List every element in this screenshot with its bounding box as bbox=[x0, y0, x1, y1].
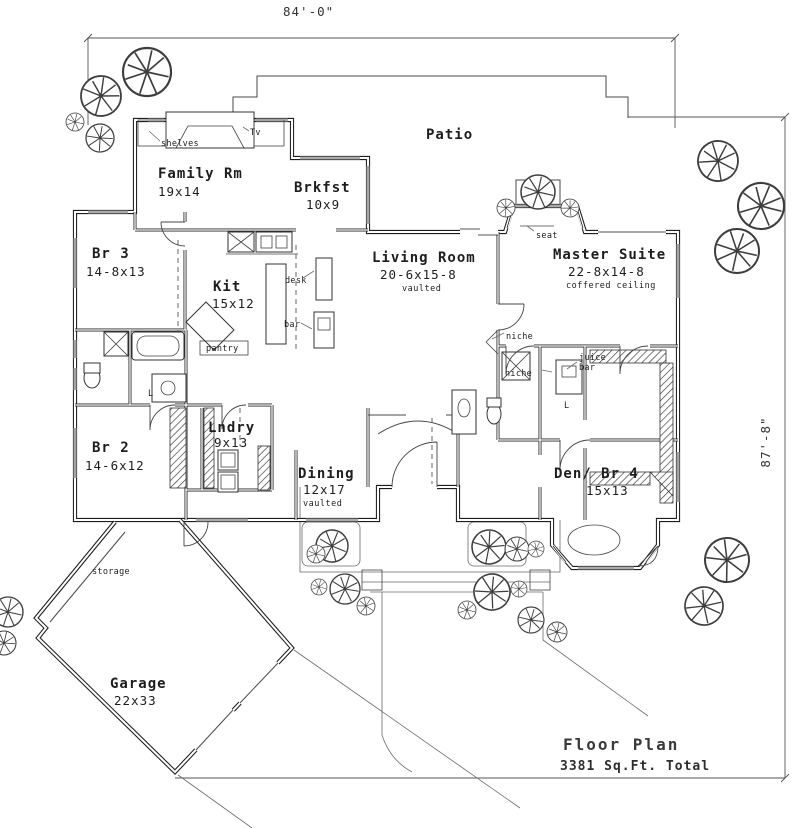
title-block: Floor Plan 3381 Sq.Ft. Total bbox=[560, 735, 710, 774]
dining-label: Dining bbox=[298, 466, 355, 482]
washer bbox=[217, 449, 239, 471]
master-suite-note: coffered ceiling bbox=[566, 281, 656, 291]
br3-door bbox=[160, 221, 186, 247]
room-labels: Family Rm 19x14 Brkfst 10x9 Patio Living… bbox=[85, 127, 666, 708]
living-room-size: 20-6x15-8 bbox=[380, 267, 457, 282]
lndry-label: Lndry bbox=[208, 420, 255, 436]
fixtures bbox=[83, 111, 659, 567]
storage-label: storage bbox=[92, 567, 130, 577]
pantry-note: pantry bbox=[206, 344, 239, 354]
kit-size: 15x12 bbox=[212, 296, 255, 311]
niche-note-2: niche bbox=[505, 369, 532, 379]
master-suite-label: Master Suite bbox=[553, 247, 666, 263]
den-size: 15x13 bbox=[586, 483, 629, 498]
family-room-label: Family Rm bbox=[158, 166, 243, 182]
vanity bbox=[151, 373, 187, 403]
master-vanity bbox=[451, 389, 477, 435]
porch-column bbox=[529, 569, 551, 591]
juice-bar-note-line2: bar bbox=[579, 363, 595, 373]
kitchen-island bbox=[265, 263, 287, 345]
br3-size: 14-8x13 bbox=[86, 264, 146, 279]
porch-and-walkway bbox=[177, 487, 649, 828]
desk-note: desk bbox=[285, 276, 307, 286]
dining-size: 12x17 bbox=[303, 482, 346, 497]
living-room-label: Living Room bbox=[372, 250, 476, 266]
niche-shelf bbox=[485, 329, 499, 355]
plan-title: Floor Plan bbox=[563, 735, 679, 754]
storage-inner-wall bbox=[49, 531, 126, 623]
sliding-door bbox=[460, 228, 498, 236]
shelves-right bbox=[253, 119, 285, 147]
lndry-size: 9x13 bbox=[214, 435, 248, 450]
ceiling-dash-lines bbox=[177, 240, 433, 484]
closet-shelving bbox=[169, 349, 674, 504]
annotation-labels: shelves Tv desk bar pantry seat niche ni… bbox=[148, 126, 606, 411]
bar-note: bar bbox=[284, 320, 300, 330]
br2-door bbox=[149, 404, 176, 431]
garage-door-panels bbox=[195, 662, 279, 751]
patio-outline bbox=[205, 75, 629, 122]
master-door bbox=[497, 303, 525, 331]
desk bbox=[315, 257, 333, 301]
patio-label: Patio bbox=[426, 127, 473, 143]
plan-subtitle: 3381 Sq.Ft. Total bbox=[560, 759, 710, 774]
front-door bbox=[391, 441, 438, 488]
juice-bar-note-line1: juice bbox=[579, 353, 606, 363]
dryer bbox=[217, 471, 239, 493]
bath-door bbox=[505, 345, 535, 375]
dimension-height-label: 87'-8" bbox=[758, 416, 773, 467]
closet-door bbox=[619, 345, 649, 375]
tub bbox=[131, 331, 185, 361]
driveway-lines bbox=[177, 649, 521, 828]
garage-walls bbox=[33, 518, 295, 775]
br2-label: Br 2 bbox=[92, 440, 130, 456]
den-label: Den/ Br 4 bbox=[554, 466, 639, 482]
dimension-width-label: 84'-0" bbox=[283, 4, 334, 19]
br2-size: 14-6x12 bbox=[85, 458, 145, 473]
living-room-note: vaulted bbox=[402, 284, 441, 294]
master-suite-size: 22-8x14-8 bbox=[568, 264, 645, 279]
niche-note-1: niche bbox=[506, 332, 533, 342]
brkfst-label: Brkfst bbox=[294, 180, 351, 196]
interior-walls bbox=[75, 212, 678, 520]
garage-label: Garage bbox=[110, 676, 167, 692]
garage-entry-door bbox=[183, 521, 209, 547]
garage-size: 22x33 bbox=[114, 693, 157, 708]
doors bbox=[149, 221, 649, 547]
family-room-size: 19x14 bbox=[158, 184, 201, 199]
shelves-left bbox=[137, 119, 167, 147]
brkfst-size: 10x9 bbox=[306, 197, 340, 212]
laundry-door bbox=[221, 404, 247, 430]
spa bbox=[520, 174, 556, 210]
linen-label-2: L bbox=[564, 401, 569, 411]
kit-label: Kit bbox=[213, 279, 241, 295]
fireplace bbox=[165, 111, 255, 149]
seat-note: seat bbox=[536, 231, 558, 241]
shelves-note: shelves bbox=[161, 139, 199, 149]
dining-note: vaulted bbox=[303, 499, 342, 509]
tv-note: Tv bbox=[250, 128, 261, 138]
porch-column bbox=[361, 569, 383, 591]
stove bbox=[255, 231, 293, 253]
br3-label: Br 3 bbox=[92, 246, 130, 262]
linen-label-1: L bbox=[148, 389, 153, 399]
den-door bbox=[559, 439, 591, 471]
